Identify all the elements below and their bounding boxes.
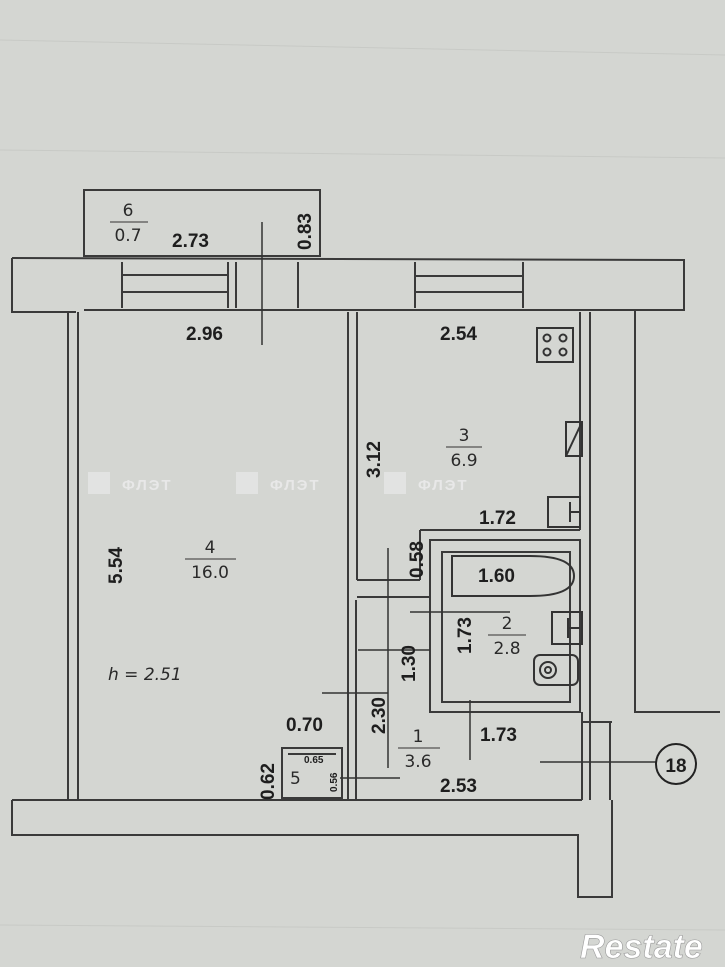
svg-text:2.54: 2.54 [440, 324, 477, 345]
svg-text:3: 3 [459, 426, 470, 446]
room-6-label: 6 0.7 [110, 201, 148, 246]
svg-text:2: 2 [502, 614, 513, 634]
svg-text:5.54: 5.54 [106, 547, 127, 584]
ceiling-height: h = 2.51 [108, 665, 182, 685]
svg-text:1.73: 1.73 [480, 725, 517, 746]
svg-text:2.8: 2.8 [493, 639, 520, 659]
restate-logo: Restate [580, 928, 703, 967]
svg-text:0.7: 0.7 [114, 226, 141, 246]
svg-text:2.53: 2.53 [440, 776, 477, 797]
room-3-label: 3 6.9 [446, 426, 482, 471]
svg-text:18: 18 [665, 756, 686, 777]
watermark-1: ФЛЭТ [122, 477, 173, 494]
svg-text:4: 4 [205, 538, 216, 558]
top-right-wall [11, 257, 720, 713]
svg-text:1.60: 1.60 [478, 566, 515, 587]
svg-text:6.9: 6.9 [450, 451, 477, 471]
bathtub-icon [451, 555, 576, 597]
window-right [414, 262, 524, 308]
svg-text:1: 1 [413, 727, 424, 747]
closet-outline [281, 747, 343, 799]
svg-text:Restate: Restate [580, 928, 703, 966]
svg-text:1.73: 1.73 [455, 617, 476, 654]
svg-text:2.96: 2.96 [186, 324, 223, 345]
dimension-labels: 2.73 0.83 2.96 5.54 2.54 3.12 1.72 0.58 … [106, 213, 517, 800]
room-4-label: 4 16.0 [185, 538, 236, 583]
svg-text:2.73: 2.73 [172, 231, 209, 252]
stove-icon [536, 327, 574, 363]
watermark-2: ФЛЭТ [270, 477, 321, 494]
toilet-icon [547, 496, 581, 528]
bath-sink-icon [551, 611, 583, 645]
watermark-3: ФЛЭТ [418, 477, 469, 494]
room-2-label: 2 2.8 [488, 614, 526, 659]
washbasin-icon [533, 654, 579, 686]
svg-text:0.62: 0.62 [258, 763, 279, 800]
svg-text:0.56: 0.56 [329, 772, 340, 792]
svg-text:3.6: 3.6 [404, 752, 431, 772]
svg-text:6: 6 [123, 201, 134, 221]
watermark-logo-icon [236, 472, 258, 494]
paper-lines [0, 39, 725, 931]
balcony-outline [83, 189, 321, 257]
svg-text:1.72: 1.72 [479, 508, 516, 529]
window-left [121, 262, 299, 308]
svg-text:3.12: 3.12 [364, 441, 385, 478]
watermark-group: ФЛЭТ ФЛЭТ ФЛЭТ [88, 472, 469, 494]
watermark-logo-icon [88, 472, 110, 494]
marker-18: 18 [655, 743, 697, 785]
svg-text:2.30: 2.30 [369, 697, 390, 734]
dimension-lines [261, 222, 656, 779]
svg-text:16.0: 16.0 [191, 563, 229, 583]
svg-text:1.30: 1.30 [399, 645, 420, 682]
svg-text:0.83: 0.83 [295, 213, 316, 250]
room-1-label: 1 3.6 [398, 727, 440, 772]
svg-text:0.70: 0.70 [286, 715, 323, 736]
kitchen-sink-icon [565, 421, 583, 457]
svg-text:0.65: 0.65 [304, 755, 324, 766]
walls [11, 189, 720, 898]
room-5-label: 5 [290, 769, 301, 789]
svg-text:0.58: 0.58 [407, 541, 428, 578]
watermark-logo-icon [384, 472, 406, 494]
